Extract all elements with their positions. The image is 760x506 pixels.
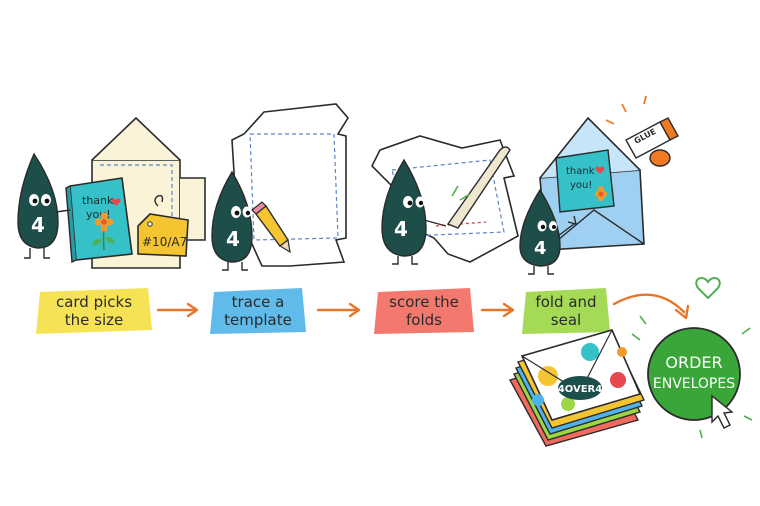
arrow-step-2-to-3 [316, 302, 361, 318]
step-2-line1: trace a [232, 293, 285, 311]
heart-icon [595, 166, 605, 174]
mascot-number: 4 [226, 227, 240, 251]
size-tag: #10/A7 [137, 194, 189, 257]
arrow-step-1-to-2 [156, 302, 199, 318]
step-2-illustration: 4 [211, 103, 349, 271]
mascot-number: 4 [534, 238, 547, 259]
card-text-line1: thank [82, 194, 114, 207]
step-label-2: trace a template [210, 288, 306, 334]
step-1-illustration: thank you! #10/A7 [17, 116, 206, 269]
step-2-line2: template [224, 311, 292, 329]
envelope-stack: 4OVER4 [508, 329, 645, 447]
pencil-icon [251, 201, 291, 254]
mascot-number: 4 [31, 213, 45, 237]
step-label-3: score the folds [374, 288, 474, 334]
flower-icon [595, 186, 607, 201]
order-envelopes-line2: ENVELOPES [653, 376, 735, 392]
step-label-4: fold and seal [522, 288, 610, 334]
heart-icon [111, 198, 121, 206]
bone-folder-icon [446, 146, 511, 229]
thank-you-card: thank you! [65, 177, 133, 264]
heart-icon [695, 277, 721, 300]
glue-stick-icon: GLUE [605, 95, 679, 167]
step-1-line2: the size [65, 311, 123, 329]
envelope-template [231, 103, 349, 267]
step-4-line1: fold and [535, 293, 596, 311]
mascot-2: 4 [211, 170, 253, 271]
step-1-line1: card picks [56, 293, 132, 311]
step-3-line2: folds [406, 311, 442, 329]
mascot-number: 4 [394, 217, 408, 241]
order-envelopes-button[interactable]: ORDER ENVELOPES [631, 315, 753, 439]
step-3-illustration: 4 [371, 135, 519, 265]
size-tag-text: #10/A7 [142, 235, 187, 249]
arrow-step-3-to-4 [480, 302, 515, 318]
mascot-1: 4 [17, 152, 71, 259]
card-text-line1: thank [566, 166, 595, 177]
order-envelopes-line1: ORDER [665, 353, 722, 372]
step-3-line1: score the [389, 293, 459, 311]
step-4-line2: seal [551, 311, 581, 329]
envelope-brand: 4OVER4 [558, 384, 602, 395]
step-label-1: card picks the size [36, 288, 152, 334]
cursor-icon [711, 394, 734, 429]
mascot-4: 4 [519, 188, 577, 275]
step-4-illustration: thank you! GLUE 4 [519, 95, 679, 275]
mascot-3: 4 [381, 158, 471, 265]
thank-you-card-inserted: thank you! [555, 149, 615, 213]
arrow-step-4-to-order [612, 293, 690, 320]
flower-icon [94, 212, 114, 232]
card-text-line2: you! [570, 180, 592, 191]
